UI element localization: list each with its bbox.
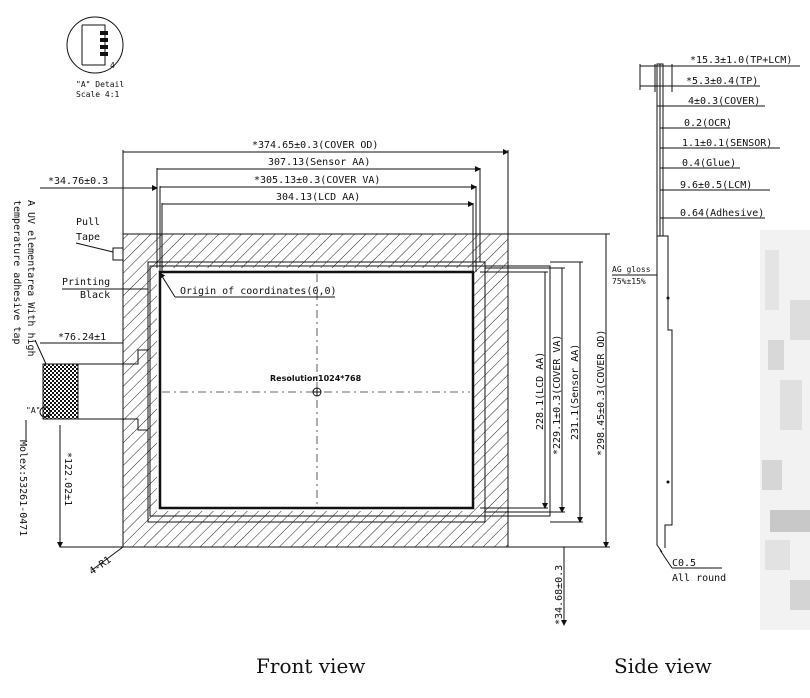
chamfer-label: C0.5 [672, 558, 696, 569]
pull-tape-label-1: Pull [76, 217, 100, 228]
pull-tape-tab [112, 247, 124, 261]
printing-label-2: Black [80, 290, 110, 301]
dim-lcd-aa: 304.13(LCD AA) [276, 192, 360, 203]
dim-lcd-aa-height: 228.1(LCD AA) [535, 352, 546, 430]
uv-note-1: A UV elementarea With high [25, 200, 36, 357]
ag-gloss-value: 75%±15% [612, 277, 646, 286]
detail-title: "A" Detail [76, 80, 124, 89]
detail-scale: Scale 4:1 [76, 90, 120, 99]
lcd-active-area [158, 270, 475, 510]
dim-cover-od: *374.65±0.3(COVER OD) [252, 140, 378, 151]
connector-pin [100, 45, 108, 49]
dim-glue: 0.4(Glue) [682, 158, 736, 169]
lcd-module-outline [149, 265, 551, 517]
dim-sensor-aa-height: 231.1(Sensor AA) [570, 344, 581, 440]
dim-fpc-position: *122.02±1 [62, 452, 73, 506]
detail-a-ref: "A" [26, 406, 40, 415]
uv-note-2: temperature adhesive tap [11, 200, 22, 345]
detail-circle [66, 16, 124, 74]
connector-pin [100, 31, 108, 35]
dim-sensor: 1.1±0.1(SENSOR) [682, 138, 772, 149]
origin-label: Origin of coordinates(0,0) [180, 286, 337, 297]
dim-cover: 4±0.3(COVER) [688, 96, 760, 107]
dim-ocr: 0.2(OCR) [684, 118, 732, 129]
printing-label-1: Printing [62, 277, 110, 288]
ag-gloss-label: AG gloss [612, 265, 651, 274]
dim-bottom-offset: *34.68±0.3 [554, 565, 565, 625]
dim-sensor-aa: 307.13(Sensor AA) [268, 157, 370, 168]
dim-adhesive: 0.64(Adhesive) [680, 208, 764, 219]
dim-cover-od-height: *298.45±0.3(COVER OD) [596, 330, 607, 456]
fpc-tail [78, 349, 149, 431]
detail-mark: 4 [110, 61, 115, 70]
dim-fpc-width: *76.24±1 [58, 332, 106, 343]
detail-a-view: 4 "A" Detail Scale 4:1 [66, 16, 124, 99]
dim-cover-va: *305.13±0.3(COVER VA) [254, 175, 380, 186]
dim-lcm: 9.6±0.5(LCM) [680, 180, 752, 191]
front-view: Resolution1024*768 *374.65±0.3(COVER OD)… [11, 140, 610, 678]
connector-pin [100, 52, 108, 56]
corner-radius-label: 4-R1 [87, 555, 113, 578]
dim-cover-va-height: *229.1±0.3(COVER VA) [552, 335, 563, 455]
side-view-caption: Side view [614, 654, 712, 678]
pull-tape-label-2: Tape [76, 232, 100, 243]
front-view-caption: Front view [256, 654, 365, 678]
dim-tp: *5.3±0.4(TP) [686, 76, 758, 87]
chamfer-note: All round [672, 573, 726, 584]
side-lcm-outline [663, 235, 673, 548]
dim-tp-lcm: *15.3±1.0(TP+LCM) [690, 55, 792, 66]
resolution-label: Resolution1024*768 [270, 374, 362, 383]
cover-va-area [157, 268, 474, 511]
connector-pin [100, 38, 108, 42]
dim-left-offset: *34.76±0.3 [48, 176, 108, 187]
molex-label: Molex:53261-0471 [17, 440, 28, 536]
fpc-connector [42, 363, 79, 420]
side-view: *15.3±1.0(TP+LCM) *5.3±0.4(TP) 4±0.3(COV… [612, 55, 800, 678]
blurred-region [760, 230, 810, 630]
